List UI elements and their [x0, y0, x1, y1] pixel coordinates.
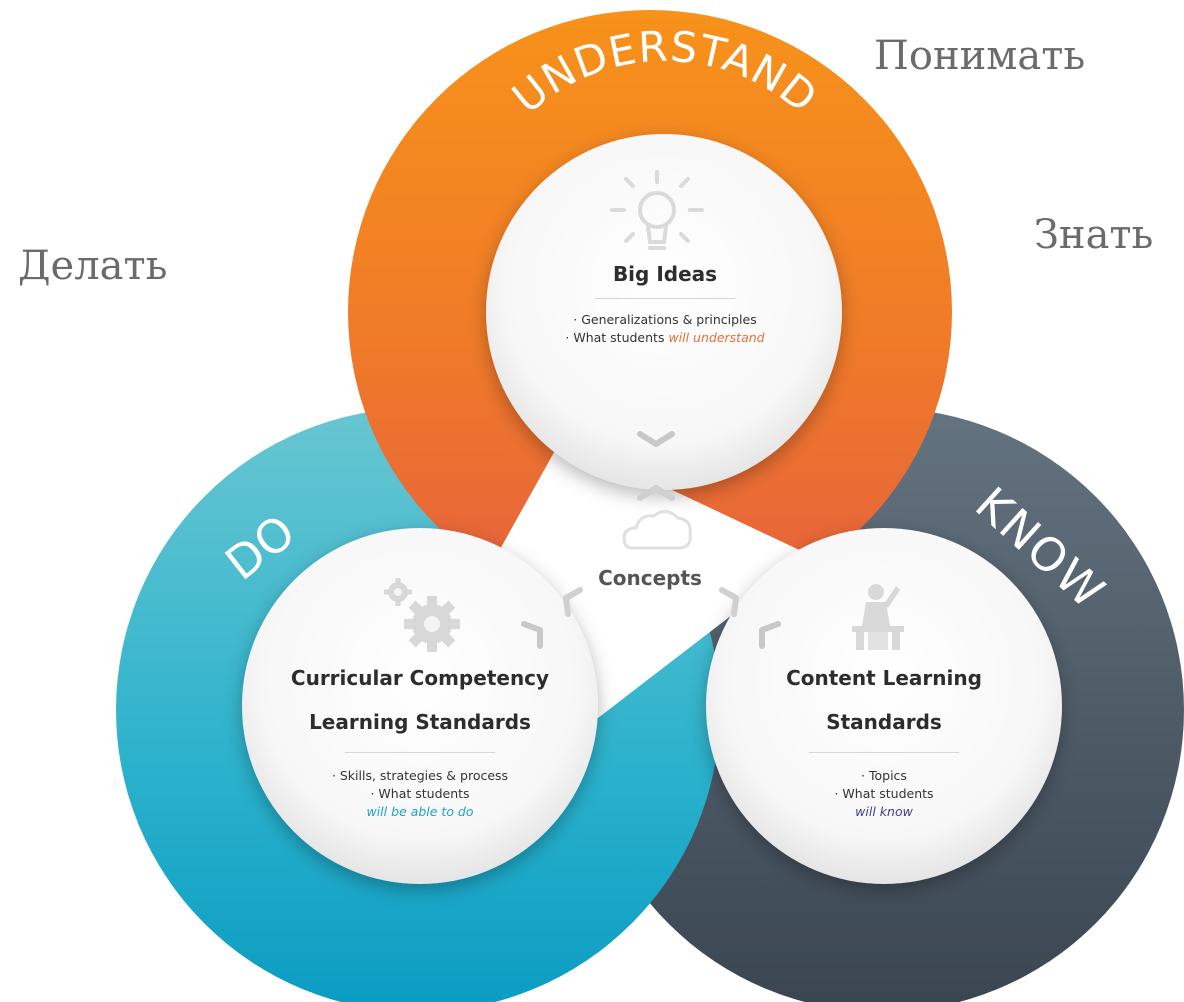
curricular-competency-title-line-1: Curricular Competency	[290, 666, 550, 690]
big-ideas-divider	[595, 298, 735, 299]
curricular-competency-title-line-2: Learning Standards	[309, 710, 531, 734]
content-learning-divider	[809, 752, 959, 753]
cloud-icon	[622, 510, 692, 550]
understand-translation: Понимать	[874, 33, 1086, 79]
content-learning-bullet-2-emphasis: will know	[855, 803, 913, 821]
big-ideas-bullet-1: · Generalizations & principles	[573, 312, 757, 327]
content-learning-title-line-2: Standards	[826, 710, 942, 734]
big-ideas-title: Big Ideas	[612, 262, 718, 286]
content-learning-content: Content Learning Standards · Topics · Wh…	[714, 664, 1054, 821]
gears-icon	[384, 578, 460, 652]
big-ideas-bullet-2: · What students will understand	[565, 329, 764, 347]
chevron-up-icon	[637, 485, 675, 501]
curricular-competency-divider	[345, 752, 495, 753]
chevron-left-icon	[563, 587, 583, 617]
chevron-right-icon	[719, 587, 739, 617]
content-learning-bullet-1: · Topics	[861, 768, 907, 783]
curricular-competency-bullet-1: · Skills, strategies & process	[331, 768, 509, 783]
big-ideas-bullet-2-prefix: · What students	[565, 330, 669, 345]
curricular-competency-bullet-2: · What students	[370, 786, 470, 801]
chevron-left-icon	[759, 621, 781, 649]
chevron-down-icon	[637, 431, 675, 447]
content-learning-circle	[706, 528, 1062, 884]
curricular-competency-content: Curricular Competency Learning Standards…	[250, 664, 590, 821]
do-translation: Делать	[18, 243, 168, 289]
content-learning-emphasis-word: know	[879, 804, 913, 819]
curricular-competency-circle	[242, 528, 598, 884]
lightbulb-icon	[610, 170, 704, 250]
content-learning-emphasis-prefix: will	[855, 804, 880, 819]
concepts-label: Concepts	[598, 566, 702, 590]
big-ideas-circle	[486, 134, 842, 490]
teacher-icon	[852, 584, 904, 650]
chevron-right-icon	[521, 621, 543, 649]
know-translation: Знать	[1034, 212, 1154, 258]
content-learning-title-line-1: Content Learning	[786, 666, 982, 690]
big-ideas-content: Big Ideas · Generalizations & principles…	[500, 262, 830, 347]
big-ideas-bullet-2-emphasis: will understand	[668, 330, 765, 345]
curricular-competency-bullet-2-emphasis: will be able to do	[366, 804, 474, 819]
content-learning-bullet-2: · What students	[834, 786, 934, 801]
